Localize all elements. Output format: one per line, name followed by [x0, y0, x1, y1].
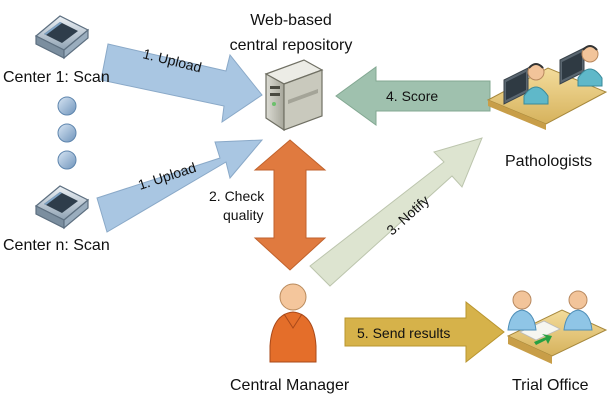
check-quality-arrow — [253, 139, 327, 271]
center-1-label: Center 1: Scan — [3, 69, 110, 86]
pathologist-workstation-icon — [486, 45, 608, 130]
repo-label-line1: Web-based — [250, 12, 332, 29]
scanner-icon — [34, 185, 90, 230]
server-icon — [264, 59, 324, 132]
upload-arrow-1 — [100, 43, 263, 124]
check-quality-label-line1: 2. Check — [209, 188, 265, 204]
check-quality-label-line2: quality — [223, 207, 264, 223]
ellipsis-dot-icon — [57, 96, 77, 170]
person-icon — [269, 283, 317, 363]
send-results-arrow — [344, 300, 505, 364]
central-manager-label: Central Manager — [230, 377, 350, 394]
pathologists-label: Pathologists — [505, 153, 593, 170]
upload-arrow-n — [96, 139, 264, 233]
center-n-label: Center n: Scan — [3, 237, 110, 254]
send-results-label: 5. Send results — [357, 325, 450, 341]
score-arrow — [335, 66, 491, 126]
notify-arrow — [309, 137, 483, 287]
office-meeting-icon — [506, 290, 608, 364]
trial-office-label: Trial Office — [512, 377, 589, 394]
scanner-icon — [34, 15, 90, 60]
repo-label-line2: central repository — [229, 37, 353, 54]
score-label: 4. Score — [386, 88, 438, 104]
